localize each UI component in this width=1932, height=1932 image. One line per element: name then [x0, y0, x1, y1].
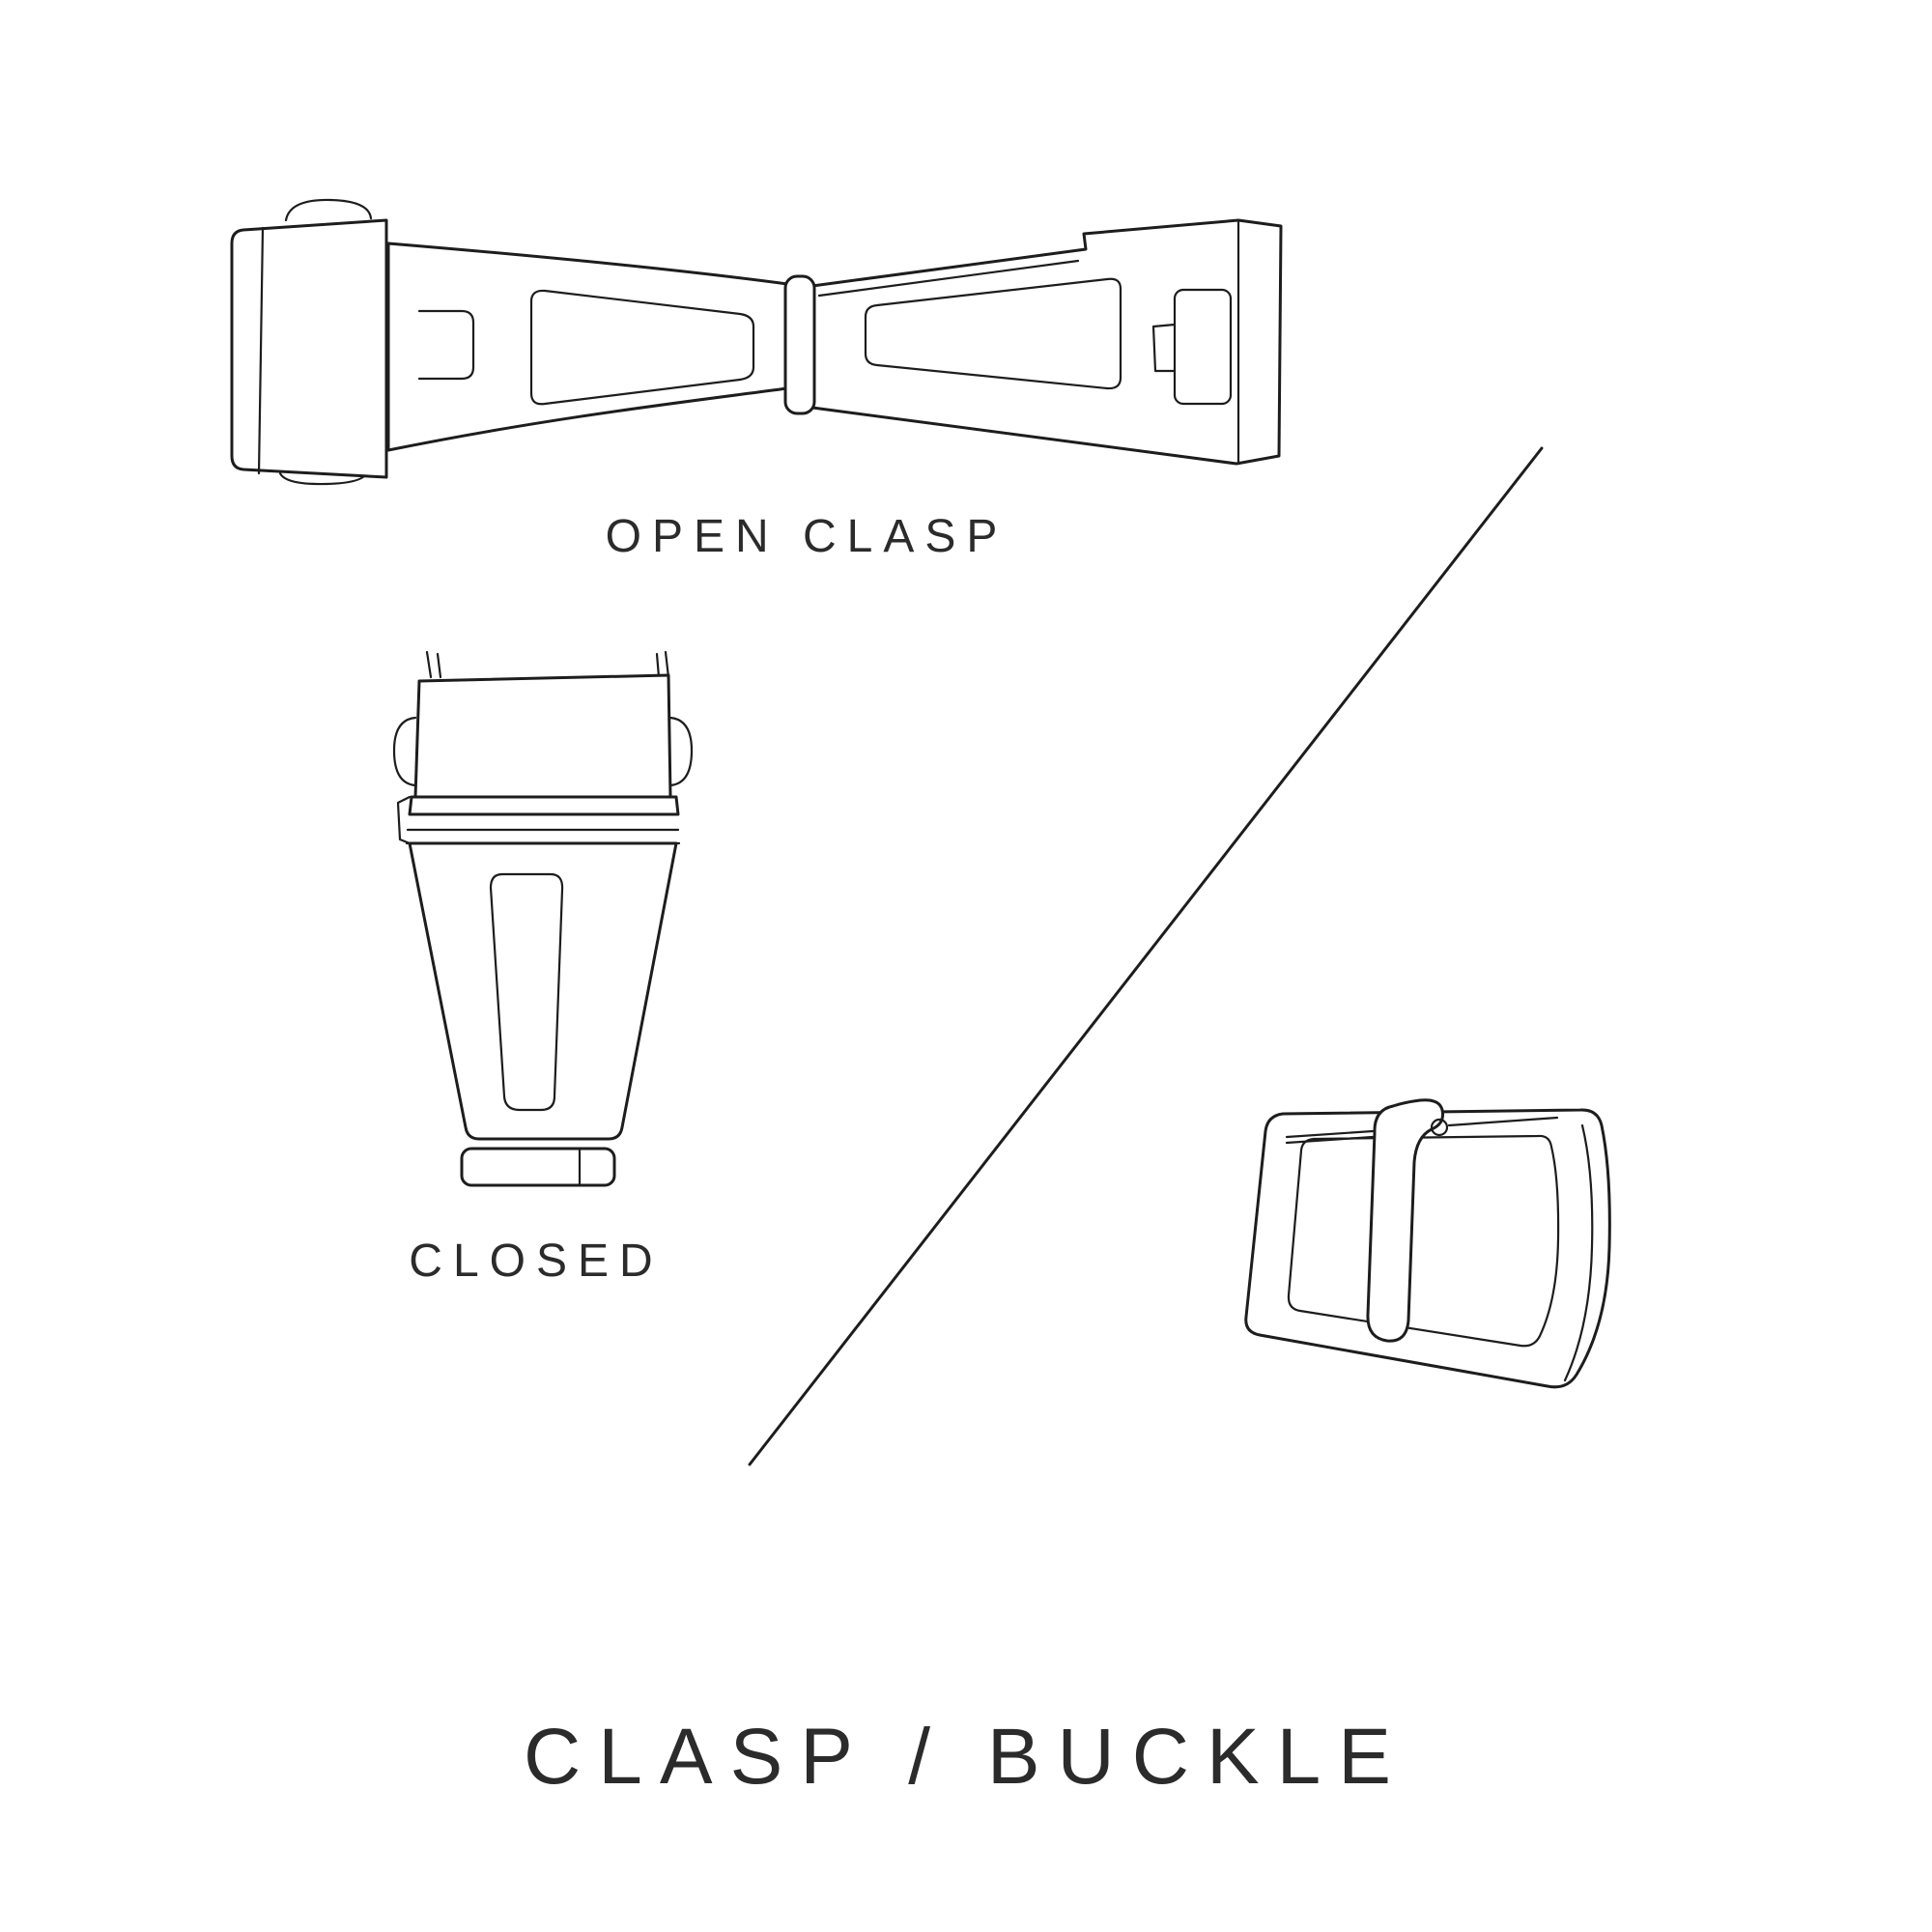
closed-clasp-figure: [388, 650, 697, 1189]
buckle-tang: [1366, 1098, 1449, 1343]
buckle-illustration: [1244, 1098, 1611, 1389]
closed-clasp-label: CLOSED: [409, 1236, 664, 1287]
clasp-left-arm: [386, 242, 789, 452]
open-clasp-illustration: [230, 198, 1283, 486]
diagonal-divider-line: [748, 446, 1544, 1466]
clasp-hinge: [783, 274, 816, 415]
clasp-body: [408, 841, 678, 1141]
open-clasp-figure: [222, 197, 1294, 487]
buckle-figure: [1233, 1094, 1627, 1405]
diagonal-divider: [748, 446, 1544, 1466]
clasp-right-arm: [810, 218, 1283, 466]
buckle-spring-bar: [1285, 1116, 1559, 1145]
clasp-left-block: [230, 198, 388, 486]
clasp-band-lines: [396, 795, 681, 845]
page-title: CLASP / BUCKLE: [524, 1713, 1408, 1801]
clasp-end-bar: [460, 1147, 616, 1187]
clasp-prongs: [425, 650, 670, 679]
clasp-top-cover: [392, 673, 694, 799]
buckle-frame: [1244, 1108, 1611, 1389]
closed-clasp-illustration: [392, 650, 694, 1187]
open-clasp-label: OPEN CLASP: [605, 511, 1009, 562]
